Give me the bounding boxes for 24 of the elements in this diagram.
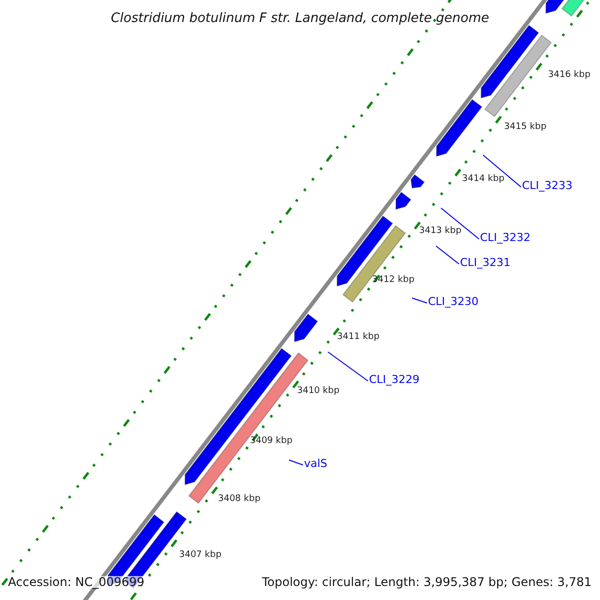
tick-label: 3415 kbp (504, 123, 546, 132)
leader-line (412, 298, 428, 304)
leader-line (288, 460, 304, 466)
tick-label: 3408 kbp (218, 495, 260, 504)
gene-label: valS (304, 458, 328, 469)
leader-line (436, 246, 460, 264)
leader-line (482, 154, 522, 188)
gene-label: CLI_3232 (480, 232, 531, 243)
tick-label: 3409 kbp (250, 437, 292, 446)
leader-line (328, 352, 368, 382)
info-text: Topology: circular; Length: 3,995,387 bp; Genes: 3,781 (262, 576, 592, 588)
tick-label: 3416 kbp (548, 71, 590, 80)
tick-label: 3407 kbp (179, 551, 222, 560)
info-text: Accession: NC_009699 (8, 576, 144, 588)
tick-label: 3413 kbp (419, 227, 462, 236)
tick-label: 3411 kbp (337, 333, 380, 342)
tick-label: 3410 kbp (297, 387, 340, 396)
tick-label: 3414 kbp (462, 175, 504, 184)
gene-label: CLI_3229 (369, 374, 420, 385)
gene-label: CLI_3231 (460, 257, 511, 268)
leader-line (440, 208, 480, 240)
gene-label: CLI_3230 (428, 296, 479, 307)
gene-label: CLI_3233 (522, 180, 573, 191)
map-title: Clostridium botulinum F str. Langeland, complete genome (110, 12, 490, 25)
